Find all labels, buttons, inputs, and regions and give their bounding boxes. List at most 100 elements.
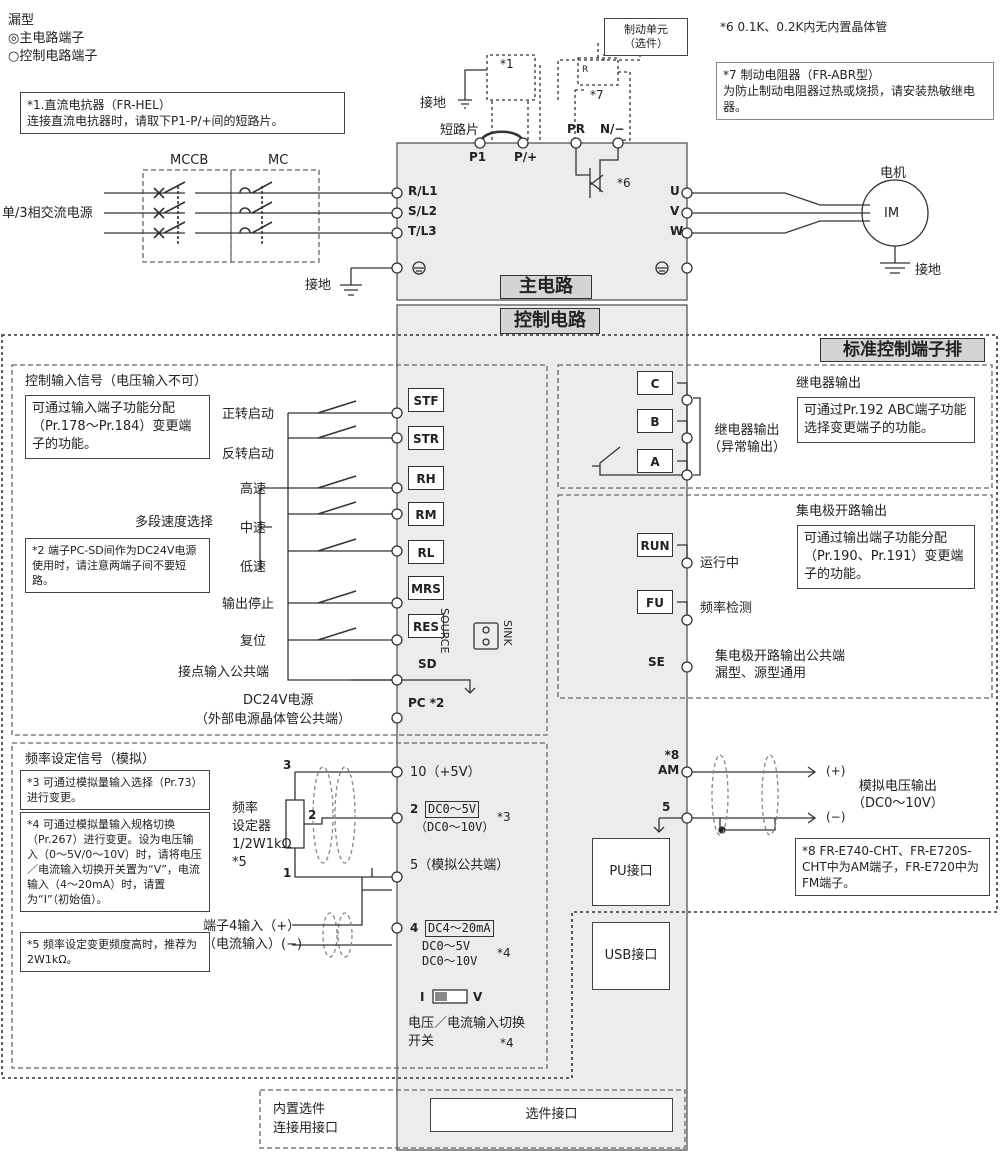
terminal-res: RES: [408, 614, 444, 638]
terminal-tl3: T/L3: [408, 224, 437, 238]
control-circuit-header: 控制电路: [500, 308, 600, 334]
star-1: *1: [500, 57, 514, 71]
resistor-r: R: [582, 65, 589, 75]
motor-label: 电机: [880, 166, 907, 181]
terminal-w: W: [670, 224, 684, 238]
section-borders: [11, 169, 993, 1149]
terminal-2-range-b: （DC0～10V）: [415, 820, 495, 834]
switch-label: 电压／电流输入切换 开关: [408, 1016, 526, 1049]
terminal-2-star: *3: [497, 810, 511, 824]
motor-wiring: [692, 179, 929, 274]
terminal-5: 5（模拟公共端）: [410, 858, 510, 873]
switch-v-label: V: [473, 990, 483, 1004]
note-7: *7 制动电阻器（FR-ABR型） 为防止制动电阻器过热或烧损，请安装热敏继电器…: [716, 62, 994, 120]
legend-control-terminal-label: 控制电路端子: [19, 49, 98, 64]
note-4: *4 可通过模拟量输入规格切换（Pr.267）进行变更。设为电压输入（0～5V/…: [20, 812, 210, 912]
analog-minus: (−): [826, 810, 846, 824]
option-label: 内置选件 连接用接口: [273, 1102, 339, 1136]
input-label-rm: 中速: [240, 521, 267, 536]
earth-symbols: [412, 261, 669, 275]
fu-label: 频率检测: [700, 601, 753, 616]
input-terminal-circles: [391, 407, 403, 724]
terminal-se: SE: [648, 655, 665, 669]
ground-top-label: 接地: [420, 96, 447, 111]
terminal-4-range-c: DC0～10V: [422, 954, 478, 968]
terminal-4-star: *4: [497, 946, 511, 960]
control-input-title: 控制输入信号（电压输入不可）: [25, 374, 208, 389]
main-circuit-header: 主电路: [500, 275, 592, 299]
note-6: *6 0.1K、0.2K内无内置晶体管: [720, 20, 888, 34]
pot-pin-3: 3: [283, 758, 292, 772]
mccb-contacts: [153, 181, 186, 246]
terminal-str: STR: [408, 426, 444, 450]
terminal-rm: RM: [408, 502, 444, 526]
power-lines: [104, 192, 392, 296]
analog-plus: (+): [826, 764, 846, 778]
analog-output-terminals: [681, 766, 693, 824]
control-input-wiring: [259, 400, 476, 694]
input-label-res: 复位: [240, 634, 267, 649]
terminal-fu: FU: [637, 590, 673, 614]
main-circuit-block: [396, 142, 688, 301]
terminal-sd: SD: [418, 657, 437, 671]
terminal-am: *8 AM: [658, 748, 680, 777]
multi-speed-label: 多段速度选择: [135, 515, 214, 530]
legend-title: 漏型: [8, 13, 35, 28]
source-label: SOURCE: [438, 608, 451, 654]
terminal-10: 10（+5V）: [410, 765, 481, 780]
oc-title: 集电极开路输出: [796, 504, 888, 519]
control-circuit-block: [396, 304, 688, 1151]
usb-port[interactable]: USB接口: [592, 922, 670, 990]
input-label-rh: 高速: [240, 482, 267, 497]
dc24v-sub-label: （外部电源晶体管公共端）: [195, 712, 352, 727]
option-port[interactable]: 选件接口: [430, 1098, 673, 1132]
terminal-rh: RH: [408, 466, 444, 490]
std-terminal-border: [1, 334, 998, 1079]
terminal-a: A: [637, 449, 673, 473]
legend-main-terminal: ◎主电路端子: [8, 31, 85, 46]
mc-label: MC: [268, 153, 289, 168]
brake-transistor: [575, 148, 619, 198]
terminal-pr: PR: [567, 122, 586, 136]
oc-wiring: [677, 544, 688, 615]
pot-pin-2: 2: [308, 808, 317, 822]
pu-port[interactable]: PU接口: [592, 838, 670, 906]
ground-left-label: 接地: [305, 278, 332, 293]
dc24v-label: DC24V电源: [243, 693, 314, 708]
relay-label: 继电器输出 （异常输出）: [708, 423, 787, 455]
short-bar: [479, 130, 525, 144]
terminal-rl: RL: [408, 540, 444, 564]
star-6: *6: [617, 176, 631, 190]
relay-func-note: 可通过Pr.192 ABC端子功能选择变更端子的功能。: [797, 397, 975, 443]
terminal-4-input-label: 端子4输入（+） （电流输入）(−): [203, 919, 303, 952]
oc-func-note: 可通过输出端子功能分配（Pr.190、Pr.191）变更端子的功能。: [797, 525, 975, 589]
terminal-4: 4: [410, 921, 419, 935]
note-2: *2 端子PC-SD间作为DC24V电源使用时，请注意两端子间不要短路。: [25, 538, 210, 593]
input-label-mrs: 输出停止: [222, 597, 275, 612]
terminal-v: V: [670, 204, 680, 218]
note-1: *1.直流电抗器（FR-HEL） 连接直流电抗器时，请取下P1-P/+间的短路片…: [20, 92, 345, 134]
sd-common-label: 接点输入公共端: [178, 665, 270, 680]
terminal-n-minus: N/−: [600, 122, 625, 136]
terminal-2: 2: [410, 802, 419, 816]
input-label-stf: 正转启动: [222, 407, 275, 422]
relay-terminals: [681, 394, 693, 481]
std-terminal-header: 标准控制端子排: [820, 338, 985, 362]
terminal-4-range-b: DC0～5V: [422, 939, 471, 953]
terminal-u: U: [670, 184, 680, 198]
legend-control-terminal: ○控制电路端子: [8, 49, 98, 64]
terminal-p1: P1: [469, 150, 487, 164]
input-label-str: 反转启动: [222, 447, 275, 462]
relay-title: 继电器输出: [796, 376, 862, 391]
terminal-rl1: R/L1: [408, 184, 438, 198]
sink-label: SINK: [501, 620, 514, 646]
note-5: *5 频率设定变更频度高时，推荐为2W1kΩ。: [20, 932, 210, 972]
input-func-note: 可通过输入端子功能分配（Pr.178～Pr.184）变更端子的功能。: [25, 395, 210, 459]
terminal-pc: PC *2: [408, 696, 445, 710]
terminal-4-range-a: DC4～20mA: [425, 920, 494, 937]
terminal-5-am: 5: [662, 800, 671, 814]
mccb-cover: [185, 186, 195, 236]
short-bar-label: 短路片: [440, 123, 480, 138]
terminal-stf: STF: [408, 388, 444, 412]
